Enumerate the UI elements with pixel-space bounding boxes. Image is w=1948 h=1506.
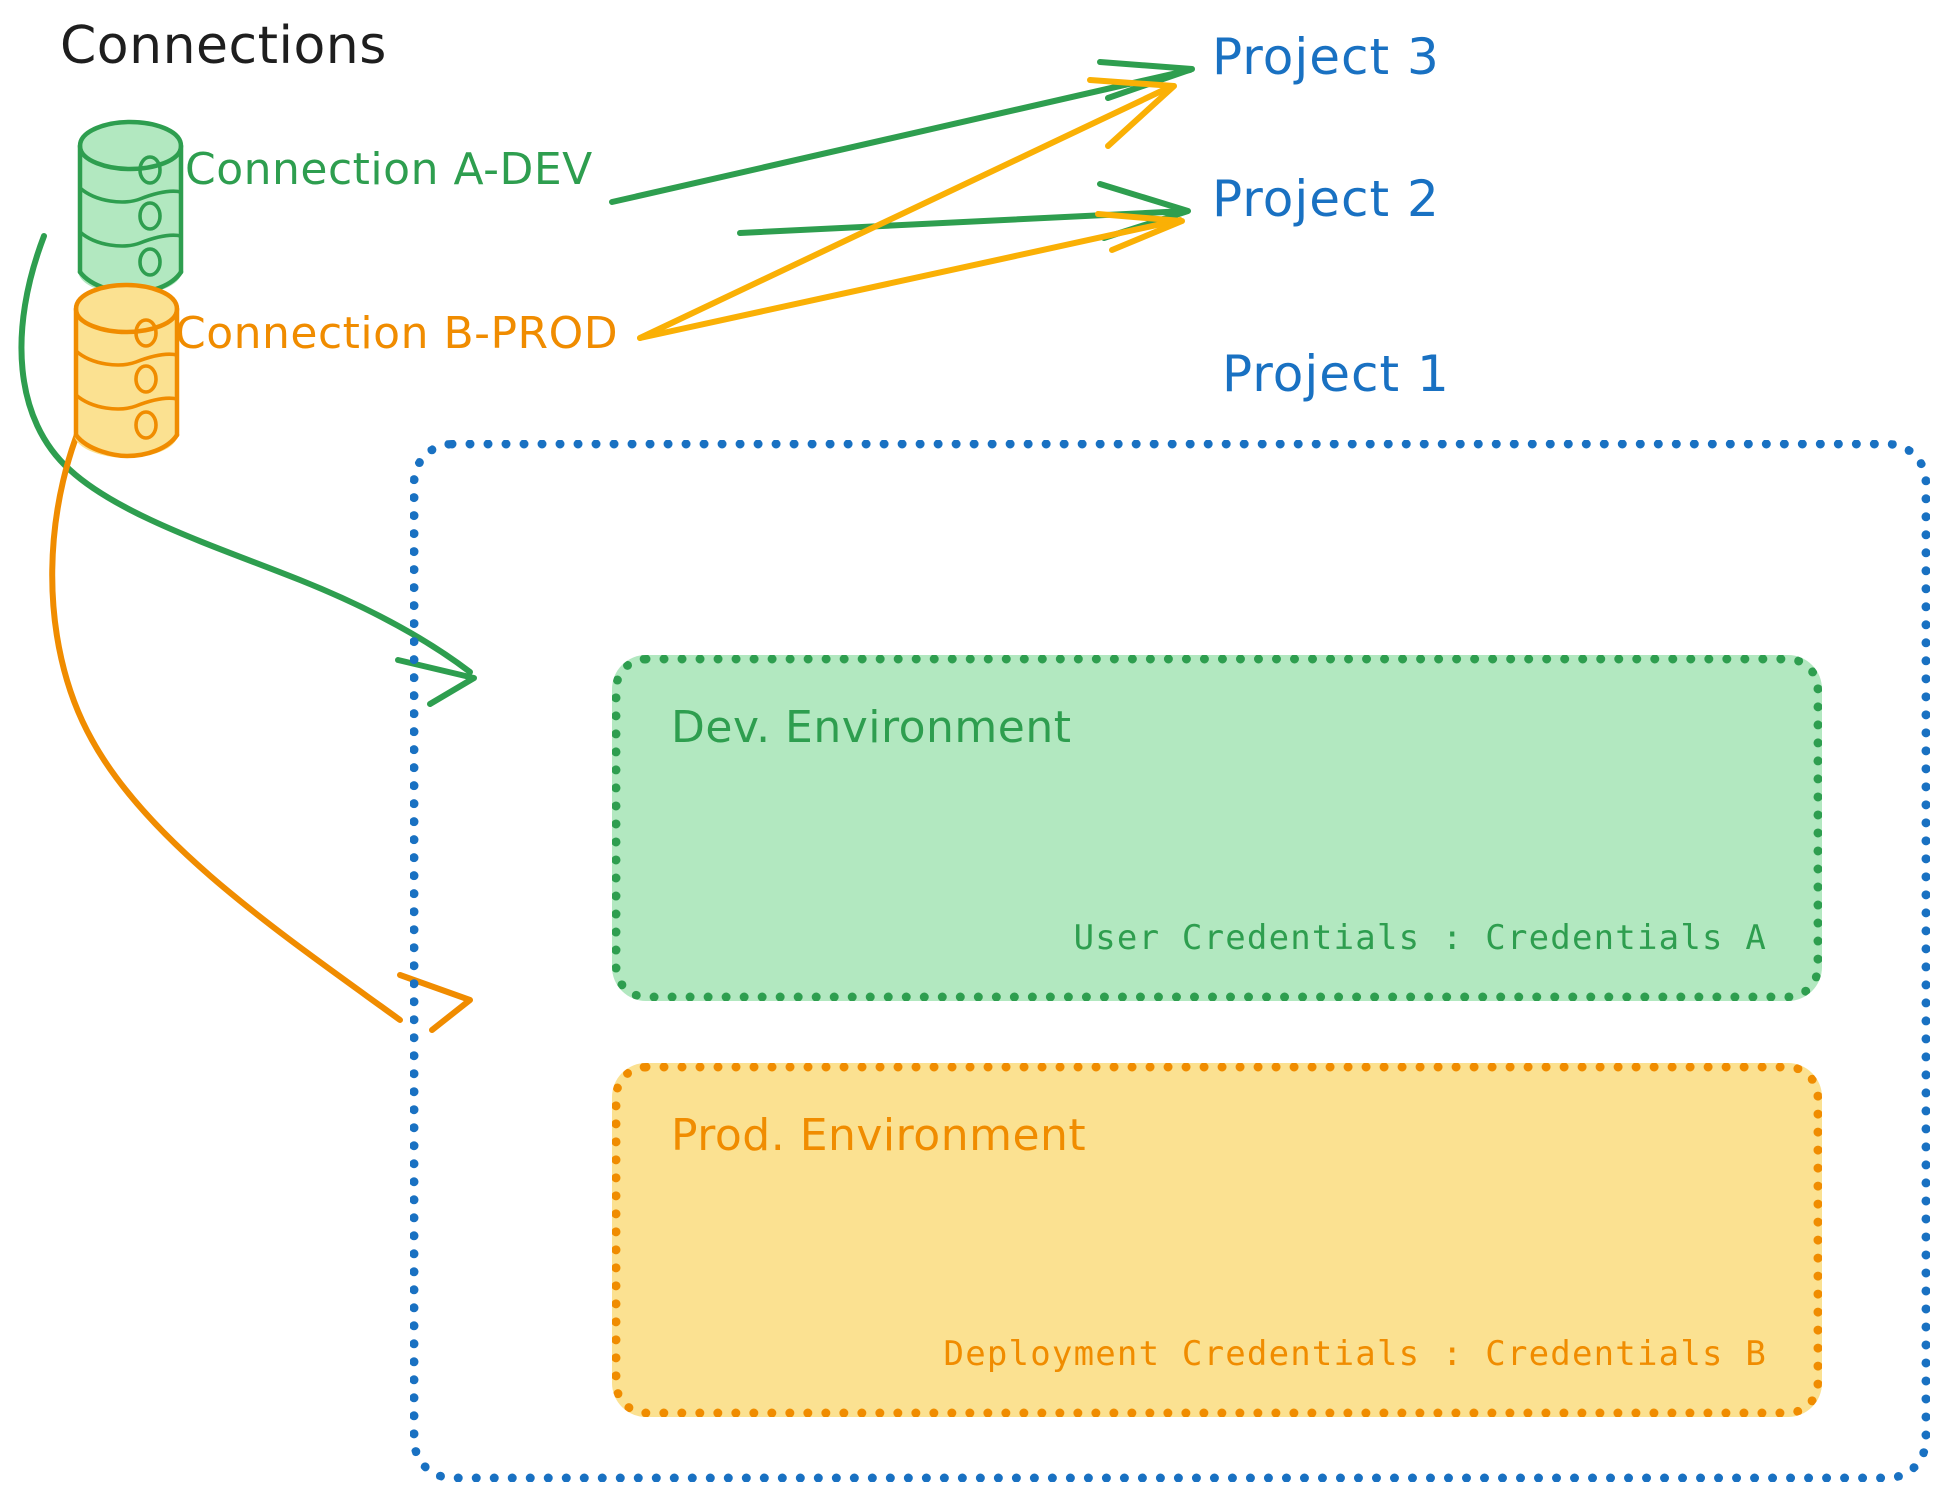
edge-a-dev-to-project-3	[609, 59, 1195, 205]
edge-b-prod-to-project-2	[637, 211, 1185, 341]
dev-environment-credentials: User Credentials : Credentials A	[1073, 918, 1767, 958]
project-1-label: Project 1	[1222, 345, 1450, 403]
connection-a-label: Connection A-DEV	[185, 144, 593, 195]
page-title: Connections	[60, 16, 387, 76]
project-2-label: Project 2	[1212, 170, 1440, 228]
project-1-container	[410, 440, 1930, 1482]
dev-environment-box: Dev. Environment User Credentials : Cred…	[612, 655, 1822, 1001]
edge-a-dev-to-dev-environment	[18, 233, 477, 707]
database-cylinder-icon-a	[77, 119, 184, 296]
prod-environment-box: Prod. Environment Deployment Credentials…	[612, 1063, 1822, 1417]
connection-b-label: Connection B-PROD	[175, 308, 619, 359]
prod-environment-title: Prod. Environment	[671, 1110, 1087, 1161]
prod-environment-credentials: Deployment Credentials : Credentials B	[943, 1334, 1767, 1374]
edge-b-prod-to-prod-environment	[49, 397, 473, 1033]
dev-environment-title: Dev. Environment	[671, 702, 1072, 753]
database-cylinder-icon-b	[73, 282, 180, 459]
edge-b-prod-to-project-3	[637, 77, 1177, 341]
project-3-label: Project 3	[1212, 28, 1440, 86]
